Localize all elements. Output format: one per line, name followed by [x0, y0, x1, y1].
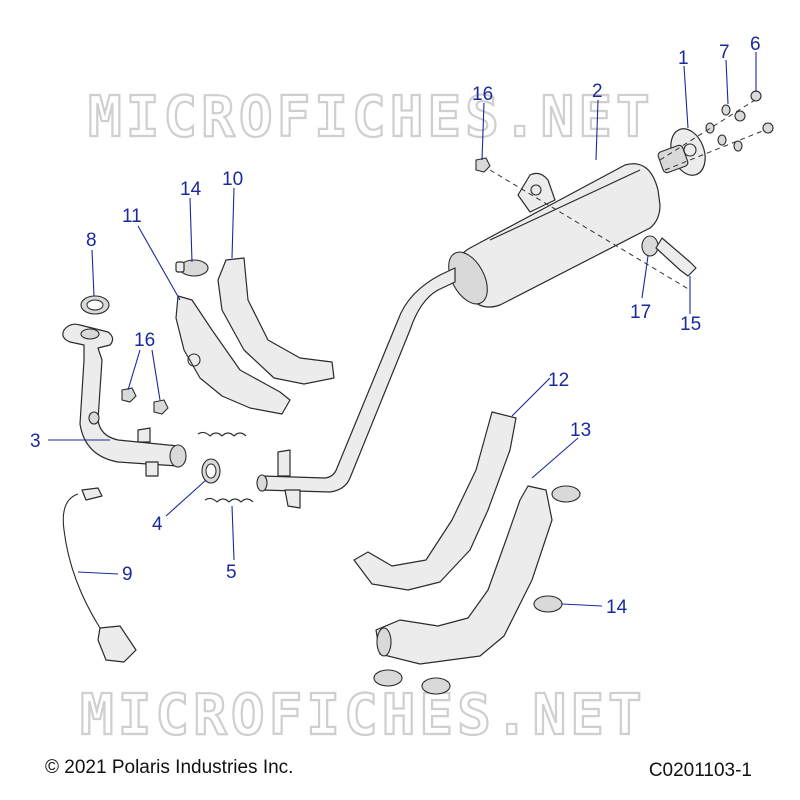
- callout-labels: 1 7 6 2 16 17 15 8 11 14 10 16 3 4 5 9 1…: [30, 34, 761, 618]
- callout-2: 2: [592, 81, 603, 102]
- callout-13: 13: [570, 420, 591, 441]
- callout-16-left: 16: [134, 330, 155, 351]
- callout-4: 4: [152, 514, 163, 535]
- callout-17: 17: [630, 302, 651, 323]
- spring-upper: [197, 431, 247, 437]
- callout-14-bottom: 14: [606, 597, 628, 618]
- callout-7: 7: [719, 42, 730, 63]
- callout-12: 12: [548, 370, 569, 391]
- nut-left-2: [153, 399, 169, 415]
- copyright-notice: © 2021 Polaris Industries Inc.: [45, 757, 294, 778]
- assembly-line-3: [489, 169, 691, 291]
- clamps-bottom: [373, 485, 581, 695]
- callout-6: 6: [750, 34, 761, 55]
- muffler-inlet-pipe: [261, 267, 456, 493]
- washer-17: [641, 235, 659, 257]
- nut-top: [475, 157, 491, 173]
- callout-5: 5: [226, 562, 237, 583]
- callout-11: 11: [122, 206, 142, 227]
- spark-arrestor: [657, 128, 706, 176]
- heat-shield-10: [217, 257, 335, 385]
- oxygen-sensor: [62, 487, 137, 663]
- callout-1: 1: [678, 48, 689, 69]
- washers-and-screws: [705, 90, 774, 152]
- bolt-15: [655, 237, 697, 277]
- callout-10: 10: [222, 169, 243, 190]
- callout-16-top: 16: [472, 84, 493, 105]
- callout-9: 9: [122, 564, 133, 585]
- shield-hole: [187, 353, 201, 367]
- nut-left-1: [121, 387, 137, 403]
- catalyst-end: [376, 627, 392, 657]
- heat-shield-12: [353, 411, 517, 591]
- callout-8: 8: [86, 230, 97, 251]
- diagram-code: C0201103-1: [648, 760, 752, 781]
- spring-lower: [204, 497, 254, 503]
- clamp-top: [175, 259, 209, 277]
- callout-3: 3: [30, 431, 41, 452]
- watermark-top: MICROFICHES.NET: [88, 85, 654, 150]
- pipe-bracket: [277, 449, 291, 477]
- callout-14-top: 14: [180, 179, 202, 200]
- pipe-bracket-lower: [284, 489, 301, 509]
- head-pipe: [62, 323, 187, 477]
- leader-lines: [48, 52, 757, 607]
- watermark-bottom: MICROFICHES.NET: [80, 683, 646, 748]
- assembly-line-1: [659, 99, 756, 161]
- heat-shield-11: [175, 295, 291, 415]
- muffler: [448, 163, 661, 308]
- pipe-end: [256, 474, 268, 492]
- callout-15: 15: [680, 314, 701, 335]
